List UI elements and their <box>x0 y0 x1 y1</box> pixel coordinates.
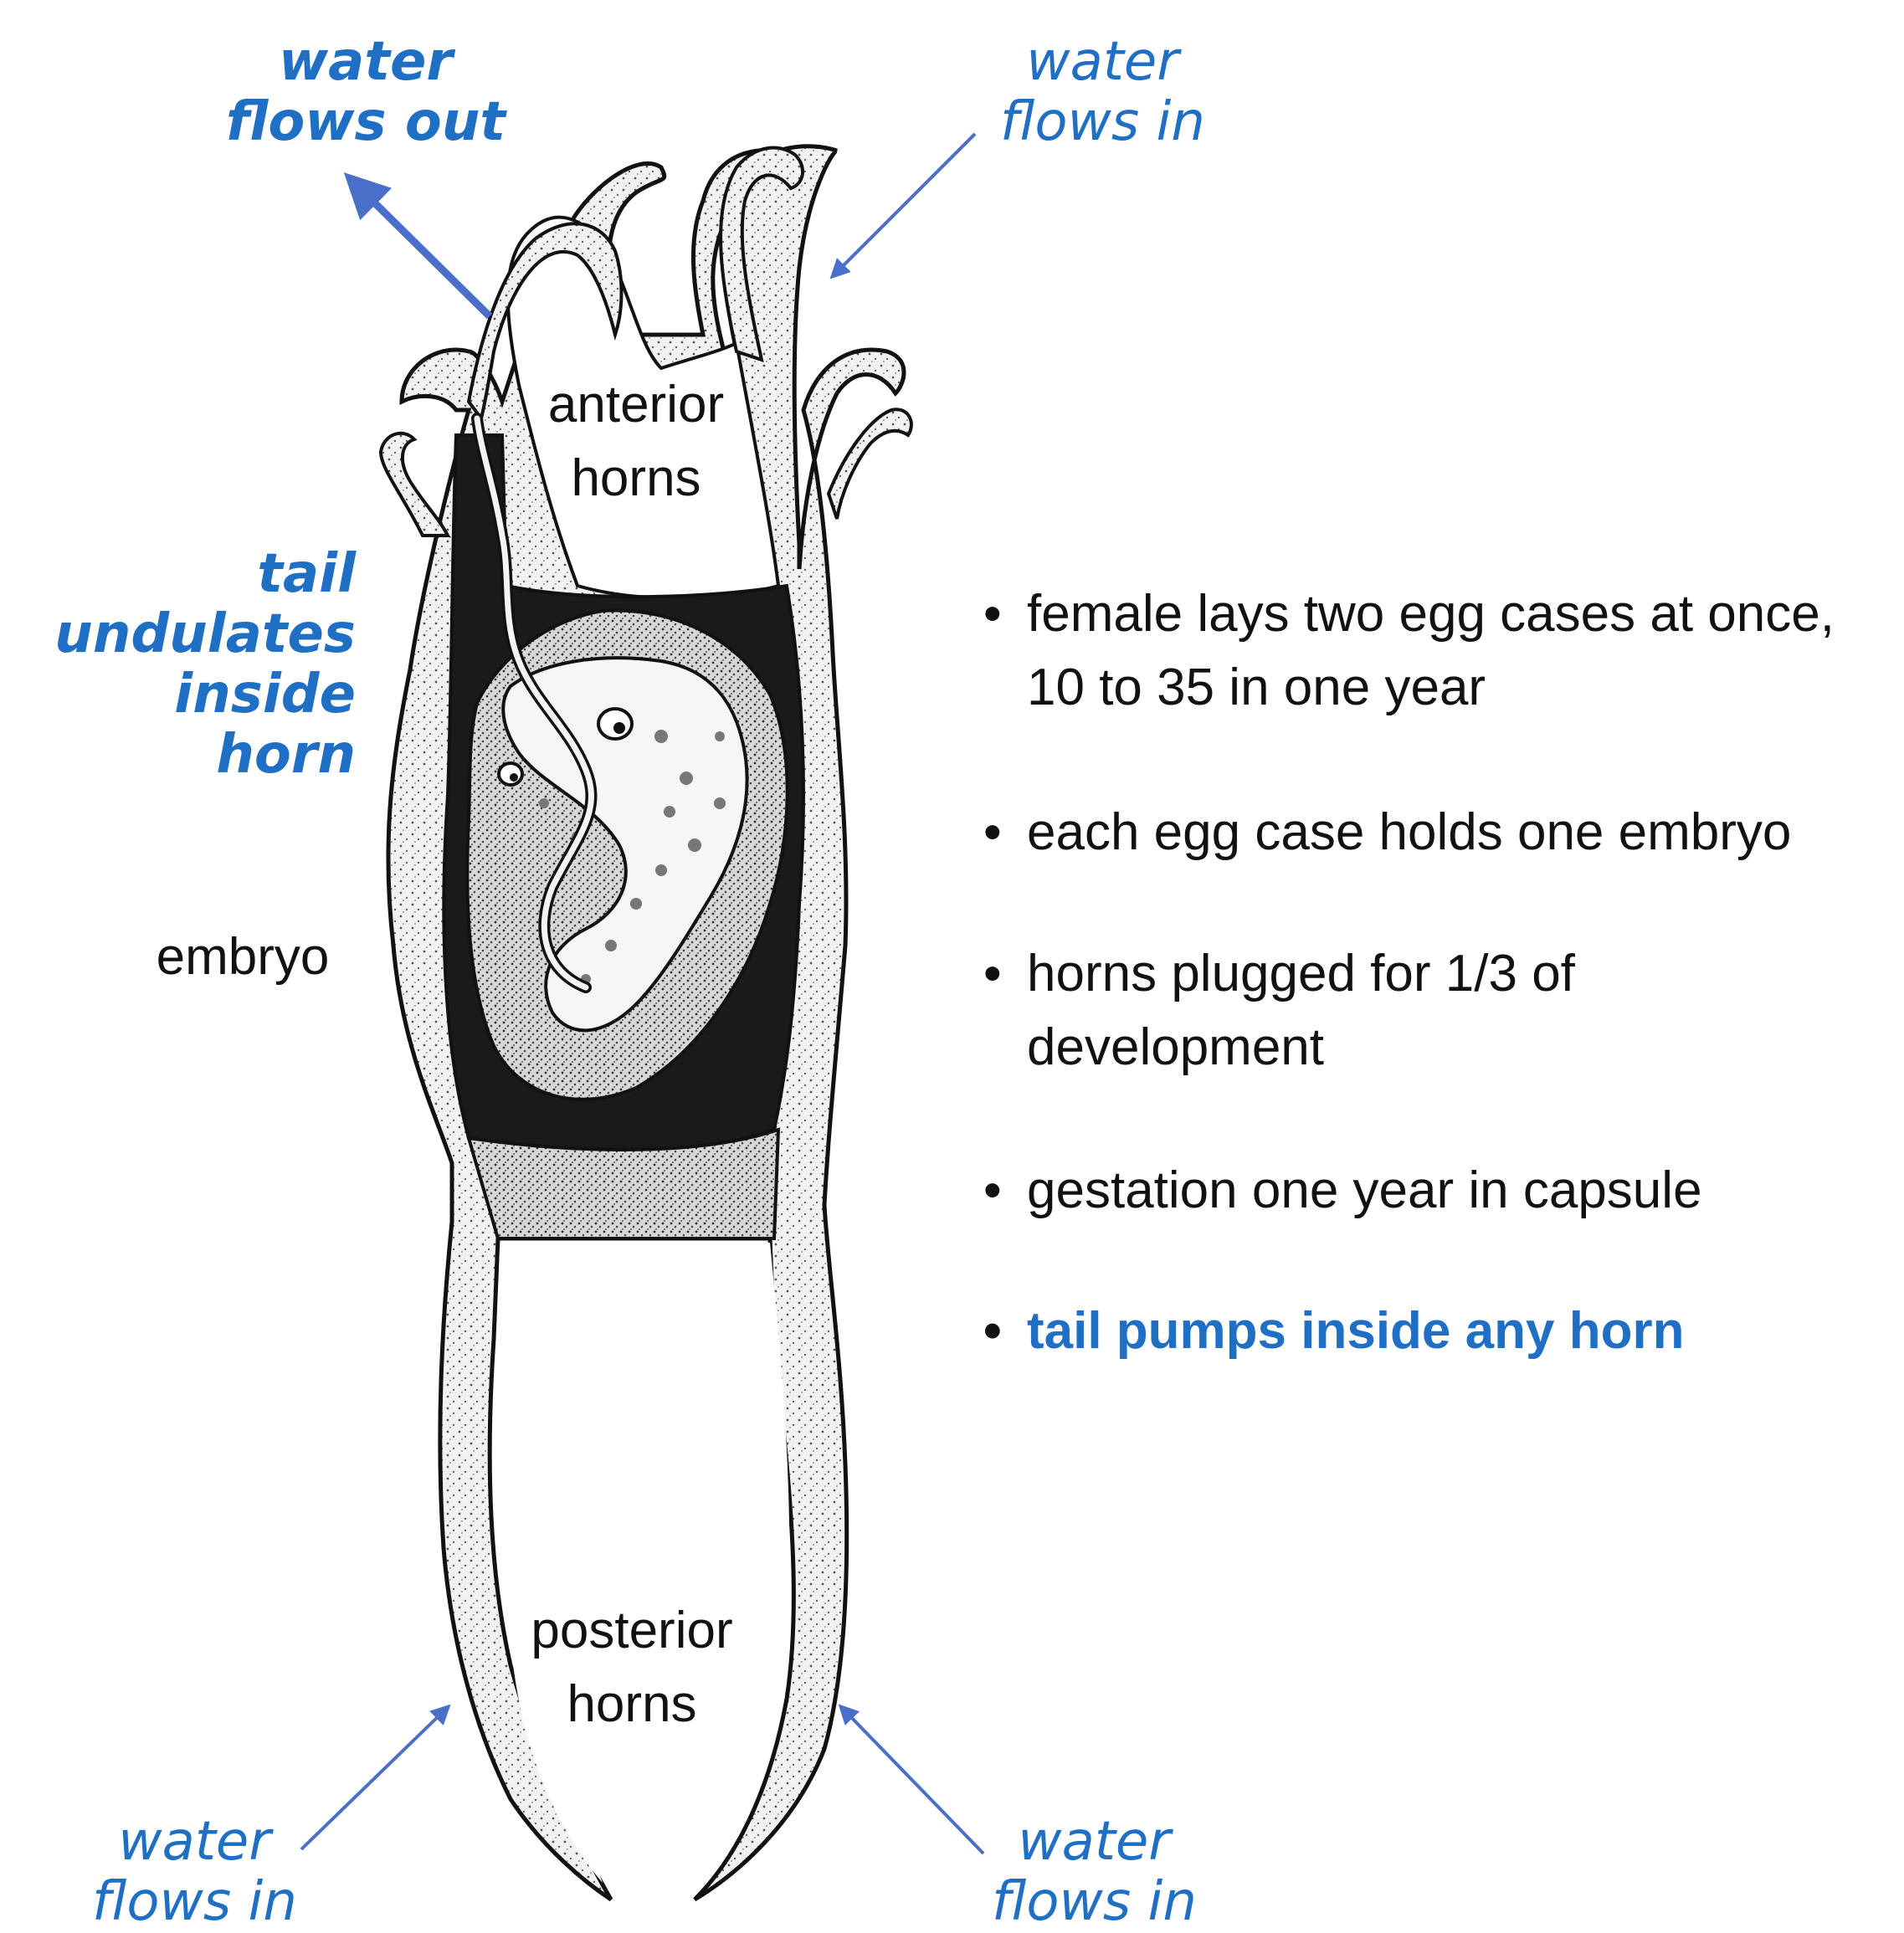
fact-line: tail pumps inside any horn <box>1027 1295 1887 1368</box>
label-water-flows-in-bottom-right: water flows in <box>992 1812 1197 1932</box>
label-posterior-horns: posterior horns <box>502 1594 762 1741</box>
label-line: anterior <box>519 368 753 442</box>
bullet-dot: • <box>983 937 1002 1011</box>
fact-line: horns plugged for 1/3 of <box>1027 937 1887 1011</box>
label-anterior-horns: anterior horns <box>519 368 753 515</box>
label-line: water <box>1000 32 1205 92</box>
label-line: flows in <box>92 1872 297 1932</box>
arrow-top-left <box>360 188 490 316</box>
arrow-top-right <box>837 134 975 272</box>
label-line: flows out <box>226 92 506 152</box>
label-line: water <box>992 1812 1197 1872</box>
fact-line: each egg case holds one embryo <box>1027 796 1887 869</box>
label-line: embryo <box>142 920 343 994</box>
label-water-flows-in-bottom-left: water flows in <box>92 1812 297 1932</box>
label-embryo: embryo <box>142 920 343 994</box>
bullet-dot: • <box>983 1154 1002 1228</box>
label-line: flows in <box>1000 92 1205 152</box>
label-water-flows-in-top: water flows in <box>1000 32 1205 152</box>
fact-line: gestation one year in capsule <box>1027 1154 1887 1228</box>
fact-item: • female lays two egg cases at once, 10 … <box>983 577 1887 725</box>
label-line: flows in <box>992 1872 1197 1932</box>
fact-item: • gestation one year in capsule <box>983 1154 1887 1228</box>
left-tendril <box>381 433 448 536</box>
fact-line: female lays two egg cases at once, <box>1027 577 1887 651</box>
label-line: water <box>92 1812 297 1872</box>
label-line: inside horn <box>46 664 356 785</box>
fact-item: • horns plugged for 1/3 of development <box>983 937 1887 1084</box>
fact-line: development <box>1027 1011 1887 1084</box>
fact-line: 10 to 35 in one year <box>1027 651 1887 725</box>
label-water-flows-out: water flows out <box>226 32 506 152</box>
label-line: horns <box>502 1668 762 1741</box>
bullet-dot: • <box>983 796 1002 869</box>
fact-item-highlight: • tail pumps inside any horn <box>983 1295 1887 1368</box>
right-tendril <box>829 409 911 519</box>
arrow-bottom-left <box>301 1711 444 1849</box>
label-line: horns <box>519 442 753 515</box>
label-tail-undulates: tail undulates inside horn <box>46 544 356 785</box>
facts-list: • female lays two egg cases at once, 10 … <box>983 577 1887 1368</box>
posterior-horn-gap <box>501 1243 789 1883</box>
fact-item: • each egg case holds one embryo <box>983 796 1887 869</box>
label-line: tail <box>46 544 356 604</box>
arrow-bottom-right <box>845 1711 983 1854</box>
label-line: undulates <box>46 604 356 664</box>
label-line: posterior <box>502 1594 762 1668</box>
bullet-dot: • <box>983 1295 1002 1368</box>
label-line: water <box>226 32 506 92</box>
bullet-dot: • <box>983 577 1002 651</box>
